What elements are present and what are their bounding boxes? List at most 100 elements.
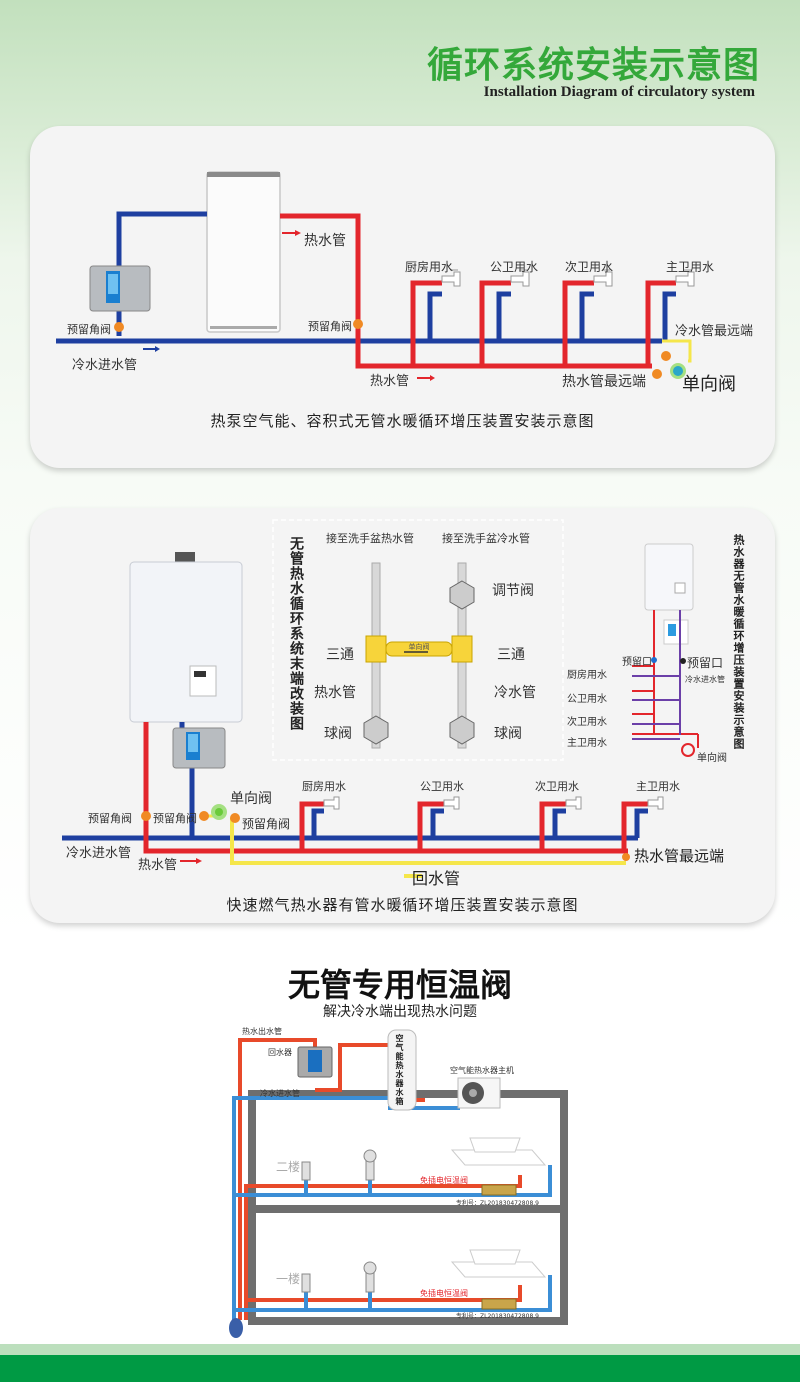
return-pipe-label: 回水管 bbox=[412, 869, 461, 888]
retrofit-frame bbox=[272, 519, 564, 761]
flow-arrows bbox=[143, 230, 435, 381]
patent-label: 专利号：ZL201830472808.9 bbox=[456, 1313, 539, 1320]
preset-port-label: 预留口 bbox=[687, 656, 724, 670]
mini-cold-inlet-label: 冷水进水管 bbox=[685, 675, 725, 684]
inline-check-valve-text: 单向阀 bbox=[409, 642, 430, 651]
hot-pipe-label: 热水管 bbox=[370, 374, 410, 389]
hot-outlet-label: 热水出水管 bbox=[242, 1027, 282, 1036]
page-title: 循环系统安装示意图 bbox=[426, 44, 760, 86]
tee-label: 三通 bbox=[497, 647, 525, 663]
mini-check-valve-icon bbox=[681, 743, 695, 757]
outlet-label: 次卫用水 bbox=[565, 260, 614, 274]
thermostatic-valve-icon bbox=[481, 1298, 517, 1310]
mini-check-valve-label: 单向阀 bbox=[697, 753, 727, 764]
cold-connection-label: 接至洗手盆冷水管 bbox=[442, 532, 530, 545]
air-energy-tank bbox=[387, 1029, 417, 1111]
thermostatic-valve-icon bbox=[481, 1184, 517, 1196]
return-unit-label: 回水器 bbox=[268, 1048, 292, 1057]
tank-label: 空气能热水器水箱 bbox=[395, 1034, 404, 1106]
hot-pipe-network bbox=[280, 213, 676, 369]
hot-pipe-label: 热水管 bbox=[304, 233, 346, 249]
retrofit-assembly bbox=[363, 562, 475, 749]
cold-far-end-label: 冷水管最远端 bbox=[675, 324, 754, 339]
hot-pipe-label: 热水管 bbox=[138, 858, 178, 873]
outlet-label: 主卫用水 bbox=[666, 260, 715, 274]
preset-valve-label: 预留角阀 bbox=[308, 320, 352, 333]
hot-connection-label: 接至洗手盆热水管 bbox=[326, 532, 414, 545]
diagram-panel-heat-pump: 热水管 预留角阀 预留角阀 冷水进水管 热水管 厨房用水 公卫用水 次卫用水 主… bbox=[30, 126, 775, 468]
mini-schematic bbox=[632, 543, 699, 757]
footer-band-light bbox=[0, 1344, 800, 1355]
thermostatic-valve-diagram: 热水出水管 回水器 空气能热水器水箱 空气能热水器主机 冷水进水管 二楼 一楼 … bbox=[220, 1020, 580, 1340]
hot-far-end-label: 热水管最远端 bbox=[634, 847, 725, 865]
check-valve-label: 单向阀 bbox=[230, 791, 272, 807]
check-valve-label: 单向阀 bbox=[682, 374, 736, 395]
diagram-caption: 热泵空气能、容积式无管水暖循环增压装置安装示意图 bbox=[210, 412, 595, 430]
water-meter-icon bbox=[229, 1318, 243, 1338]
preset-valve-label: 预留角阀 bbox=[88, 812, 132, 825]
host-label: 空气能热水器主机 bbox=[450, 1066, 514, 1075]
mini-schematic-title: 热水器无管水暖循环增压装置安装示意图 bbox=[732, 534, 745, 750]
cold-inlet-label: 冷水进水管 bbox=[66, 846, 132, 861]
preset-valve-right bbox=[353, 319, 363, 329]
cold-inlet-label: 冷水进水管 bbox=[72, 358, 138, 373]
gas-heater-piping-diagram: 单向阀 bbox=[62, 519, 699, 878]
faucet-icons bbox=[301, 1149, 377, 1293]
floor-2-label: 二楼 bbox=[276, 1160, 301, 1174]
outlet-label: 次卫用水 bbox=[535, 780, 579, 793]
thermostatic-valve-label: 免插电恒温阀 bbox=[420, 1289, 468, 1298]
cold-pipe-label: 冷水管 bbox=[494, 685, 536, 701]
tee-label: 三通 bbox=[326, 647, 354, 663]
outlet-label: 主卫用水 bbox=[636, 780, 680, 793]
preset-valve-left bbox=[114, 322, 124, 332]
hot-pipe-network bbox=[143, 722, 648, 854]
thermostatic-valve-label: 免插电恒温阀 bbox=[420, 1176, 468, 1185]
faucet-icons bbox=[323, 796, 664, 810]
diagram-panel-gas-heater: 单向阀 bbox=[30, 508, 775, 923]
booster-pump-unit bbox=[172, 727, 226, 769]
check-valve-icon bbox=[211, 804, 227, 820]
hot-pipe-network bbox=[238, 1038, 522, 1320]
gas-water-heater bbox=[129, 552, 243, 723]
patent-label: 专利号：ZL201830472808.9 bbox=[456, 1200, 539, 1207]
basin-icons bbox=[450, 1137, 547, 1278]
faucet-icons bbox=[441, 269, 695, 287]
hot-far-end-valve bbox=[652, 369, 662, 379]
return-unit bbox=[297, 1046, 333, 1078]
preset-valve-label: 预留角阀 bbox=[242, 817, 291, 831]
building-cross-section bbox=[229, 1029, 568, 1338]
cold-inlet-label: 冷水进水管 bbox=[260, 1089, 300, 1098]
preset-port-label: 预留口 bbox=[622, 657, 652, 668]
booster-pump-unit bbox=[89, 265, 151, 312]
preset-valve-3 bbox=[230, 813, 240, 823]
air-energy-host bbox=[457, 1077, 501, 1109]
hot-far-end-label: 热水管最远端 bbox=[562, 374, 646, 390]
diagram-caption: 快速燃气热水器有管水暖循环增压装置安装示意图 bbox=[226, 896, 579, 914]
ball-valve-label: 球阀 bbox=[494, 726, 522, 742]
mini-outlet-label: 公卫用水 bbox=[567, 694, 607, 705]
mini-outlet-label: 次卫用水 bbox=[567, 717, 607, 728]
cold-far-end-valve bbox=[661, 351, 671, 361]
page-subtitle: Installation Diagram of circulatory syst… bbox=[483, 84, 755, 100]
outlet-label: 厨房用水 bbox=[405, 260, 454, 274]
far-end-valve bbox=[622, 853, 630, 861]
storage-tank bbox=[206, 171, 281, 333]
outlet-label: 公卫用水 bbox=[490, 260, 539, 274]
preset-valve-label: 预留角阀 bbox=[153, 812, 197, 825]
outlet-label: 厨房用水 bbox=[302, 780, 346, 793]
footer-band bbox=[0, 1355, 800, 1382]
return-loop bbox=[662, 339, 692, 363]
floor-1-label: 一楼 bbox=[276, 1272, 301, 1286]
valve-section-title: 无管专用恒温阀 bbox=[287, 966, 512, 1004]
hot-pipe-label: 热水管 bbox=[314, 685, 356, 701]
regulating-valve-label: 调节阀 bbox=[492, 583, 534, 599]
flow-arrows bbox=[180, 858, 422, 878]
retrofit-title: 无管热水循环系统末端改装图 bbox=[288, 536, 304, 731]
mini-outlet-label: 厨房用水 bbox=[567, 670, 607, 681]
preset-valve-1 bbox=[141, 811, 151, 821]
mini-outlet-label: 主卫用水 bbox=[567, 738, 607, 749]
preset-valve-label: 预留角阀 bbox=[67, 323, 111, 336]
return-pipe bbox=[230, 818, 626, 865]
outlet-label: 公卫用水 bbox=[420, 780, 464, 793]
preset-valve-2 bbox=[199, 811, 209, 821]
